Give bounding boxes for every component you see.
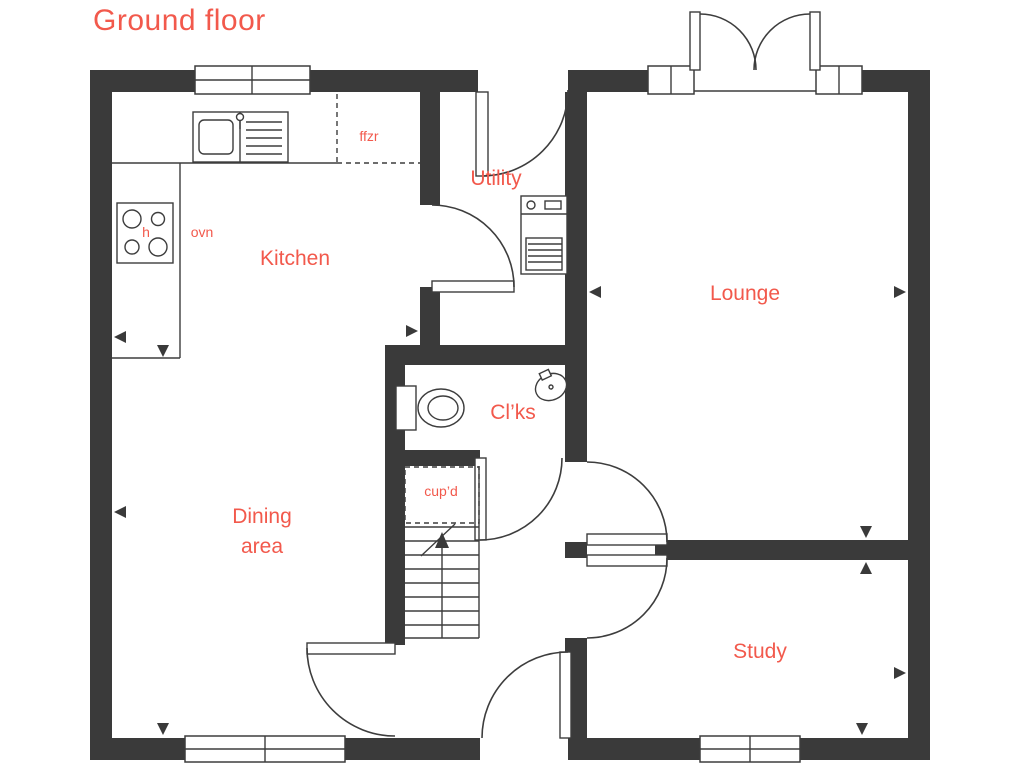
washing-machine-icon [520,195,568,275]
wall-segment [568,738,700,760]
room-label-cloakroom: Cl’ks [490,401,536,424]
dimension-arrows [114,286,906,735]
dimension-arrow [856,723,868,735]
label-cupboard: cup’d [424,483,457,499]
window-icon [699,735,801,763]
wall-segment [345,738,480,760]
wall-segment [565,92,587,462]
room-label-kitchen: Kitchen [260,247,330,270]
window-icon [194,65,311,95]
dimension-arrow [860,562,872,574]
stairs-icon [404,466,480,639]
window-icon [815,65,863,95]
wall-segment [420,92,440,205]
wall-segment [800,738,930,760]
kitchen-fixtures [112,94,420,359]
door-leaf [431,280,515,293]
wall-segment [568,70,648,92]
label-oven: ovn [191,224,214,240]
wall-segment [90,70,112,760]
door-swing-arc [481,89,569,177]
dimension-arrow [114,331,126,343]
dimension-arrow [894,667,906,679]
room-label-dining-line2: area [241,535,283,558]
dimension-arrow [589,286,601,298]
door-leaf [689,11,701,71]
stair-break-line [420,523,456,557]
label-fridge-freezer: ffzr [359,128,379,144]
door-swing-arc [586,461,668,543]
wall-segment [385,450,480,466]
window-icon [184,735,346,763]
window-icon [647,65,695,95]
dimension-arrow [894,286,906,298]
door-swing-arc [586,557,668,639]
dimension-arrow [406,325,418,337]
door-swing-arc [306,647,396,737]
wall-segment [655,540,908,560]
door-swing-arc [479,457,563,541]
dimension-arrow [157,723,169,735]
fridge-freezer-outline [336,94,420,164]
hob-icon [116,202,174,264]
basin-icon [534,368,568,402]
dimension-arrow [860,526,872,538]
door-leaf [586,533,668,546]
walls [90,70,930,760]
label-hob: h [142,224,150,240]
door-leaf [586,554,668,567]
toilet-icon [395,385,465,431]
door-leaf [475,91,489,177]
door-swing-arc [699,13,757,71]
wall-segment [908,70,930,760]
dimension-arrow [114,506,126,518]
cloakroom-fixtures [395,368,568,431]
dimension-arrow [157,345,169,357]
sink-icon [192,111,289,163]
wall-segment [310,70,478,92]
room-label-utility: Utility [470,167,522,190]
page-title: Ground floor [93,4,266,37]
doors [306,11,821,739]
room-label-study: Study [733,640,787,663]
room-label-lounge: Lounge [710,282,780,305]
stair-direction-arrowhead [435,532,449,548]
door-swing-arc [431,204,515,288]
door-leaf [306,642,396,655]
room-label-dining-line1: Dining [232,505,292,528]
door-swing-arc [481,651,569,739]
wall-segment [90,738,185,760]
windows [184,65,863,763]
door-leaf [809,11,821,71]
wall-segment [385,345,587,365]
wall-segment [565,542,587,558]
door-leaf [559,651,572,739]
door-swing-arc [753,13,811,71]
wall-segment [90,70,195,92]
wall-segment [385,365,405,645]
